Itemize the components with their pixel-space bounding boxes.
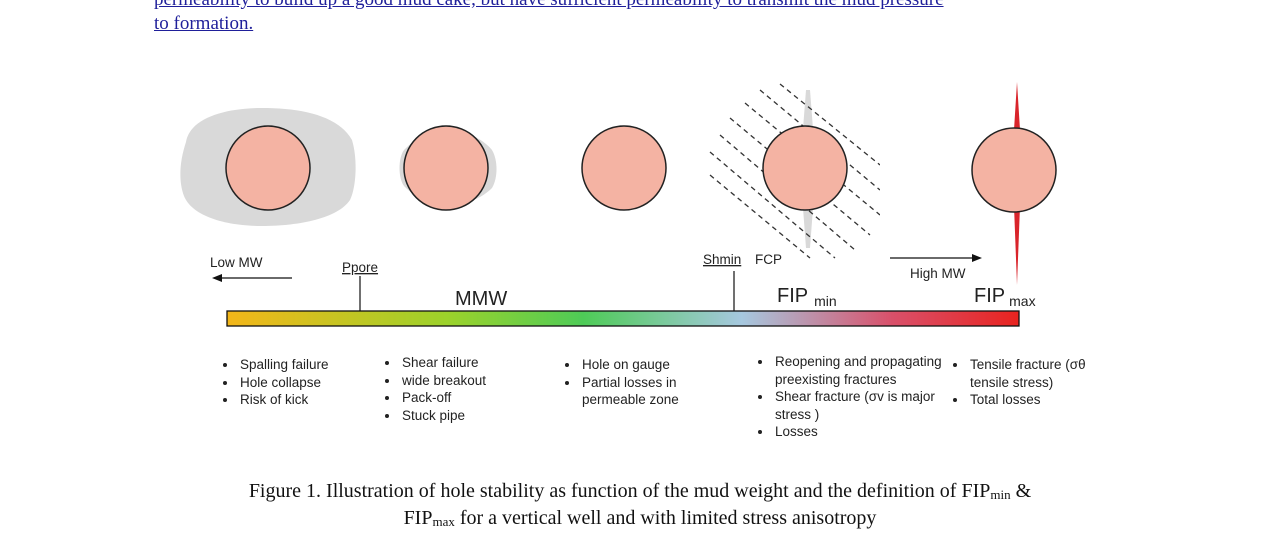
caption-sub: min (990, 487, 1011, 502)
borehole-circle (225, 125, 311, 211)
note-item: Risk of kick (238, 391, 388, 409)
note-item: Partial losses in permeable zone (580, 374, 705, 409)
note-item: Shear failure (400, 354, 550, 372)
wellbore-preexisting-fractures (709, 83, 880, 259)
fip-max-sub: max (1009, 293, 1035, 309)
wellbore-tensile-fracture (971, 82, 1057, 285)
note-item: Tensile fracture (σθ tensile stress) (968, 356, 1093, 391)
shmin-label: Shmin (703, 252, 741, 267)
note-item: Hole collapse (238, 374, 388, 392)
high-mw-label: High MW (910, 266, 966, 281)
fip-min-fip-text: FIP (777, 285, 808, 307)
notes-fip-max: Tensile fracture (σθ tensile stress) Tot… (951, 356, 1093, 409)
low-mw-label: Low MW (210, 255, 263, 270)
notes-shear-failure: Shear failure wide breakout Pack-off Stu… (383, 354, 550, 424)
caption-text: FIP (403, 507, 433, 529)
mmw-label: MMW (455, 288, 507, 310)
caption-text: & (1010, 480, 1032, 502)
note-item: Losses (773, 423, 953, 441)
fip-min-sub: min (814, 293, 837, 309)
note-item: Hole on gauge (580, 356, 705, 374)
notes-fip-min: Reopening and propagating preexisting fr… (756, 353, 953, 441)
borehole-circle (581, 125, 667, 211)
ppore-label: Ppore (342, 260, 378, 275)
fcp-label: FCP (755, 252, 782, 267)
wellbore-on-gauge (581, 125, 667, 211)
caption-sub: max (432, 514, 455, 529)
notes-spalling: Spalling failure Hole collapse Risk of k… (221, 356, 388, 409)
header-text-line-2[interactable]: to formation. (154, 13, 254, 34)
figure-caption-line-2: FIPmax for a vertical well and with limi… (0, 505, 1280, 535)
notes-on-gauge: Hole on gauge Partial losses in permeabl… (563, 356, 705, 409)
low-mw-arrow (212, 274, 292, 282)
note-item: Spalling failure (238, 356, 388, 374)
borehole-circle (403, 125, 489, 211)
note-item: wide breakout (400, 372, 550, 390)
caption-text: Figure 1. Illustration of hole stability… (248, 480, 991, 502)
wellbore-breakout (399, 125, 497, 211)
note-item: Total losses (968, 391, 1093, 409)
note-item: Shear fracture (σv is major stress ) (773, 388, 953, 423)
borehole-circle (971, 127, 1057, 213)
wellbore-spalling (180, 108, 356, 226)
note-item: Pack-off (400, 389, 550, 407)
mud-weight-bar (226, 310, 1020, 327)
header-text-line-1[interactable]: permeability to build up a good mud cake… (154, 0, 944, 13)
fip-max-fip-text: FIP (974, 285, 1005, 307)
note-item: Reopening and propagating preexisting fr… (773, 353, 953, 388)
high-mw-arrow (890, 254, 982, 262)
fip-min-label: FIP min (777, 285, 837, 309)
caption-text: for a vertical well and with limited str… (454, 507, 877, 529)
figure-caption-line-1: Figure 1. Illustration of hole stability… (0, 478, 1280, 508)
borehole-circle (762, 125, 848, 211)
note-item: Stuck pipe (400, 407, 550, 425)
